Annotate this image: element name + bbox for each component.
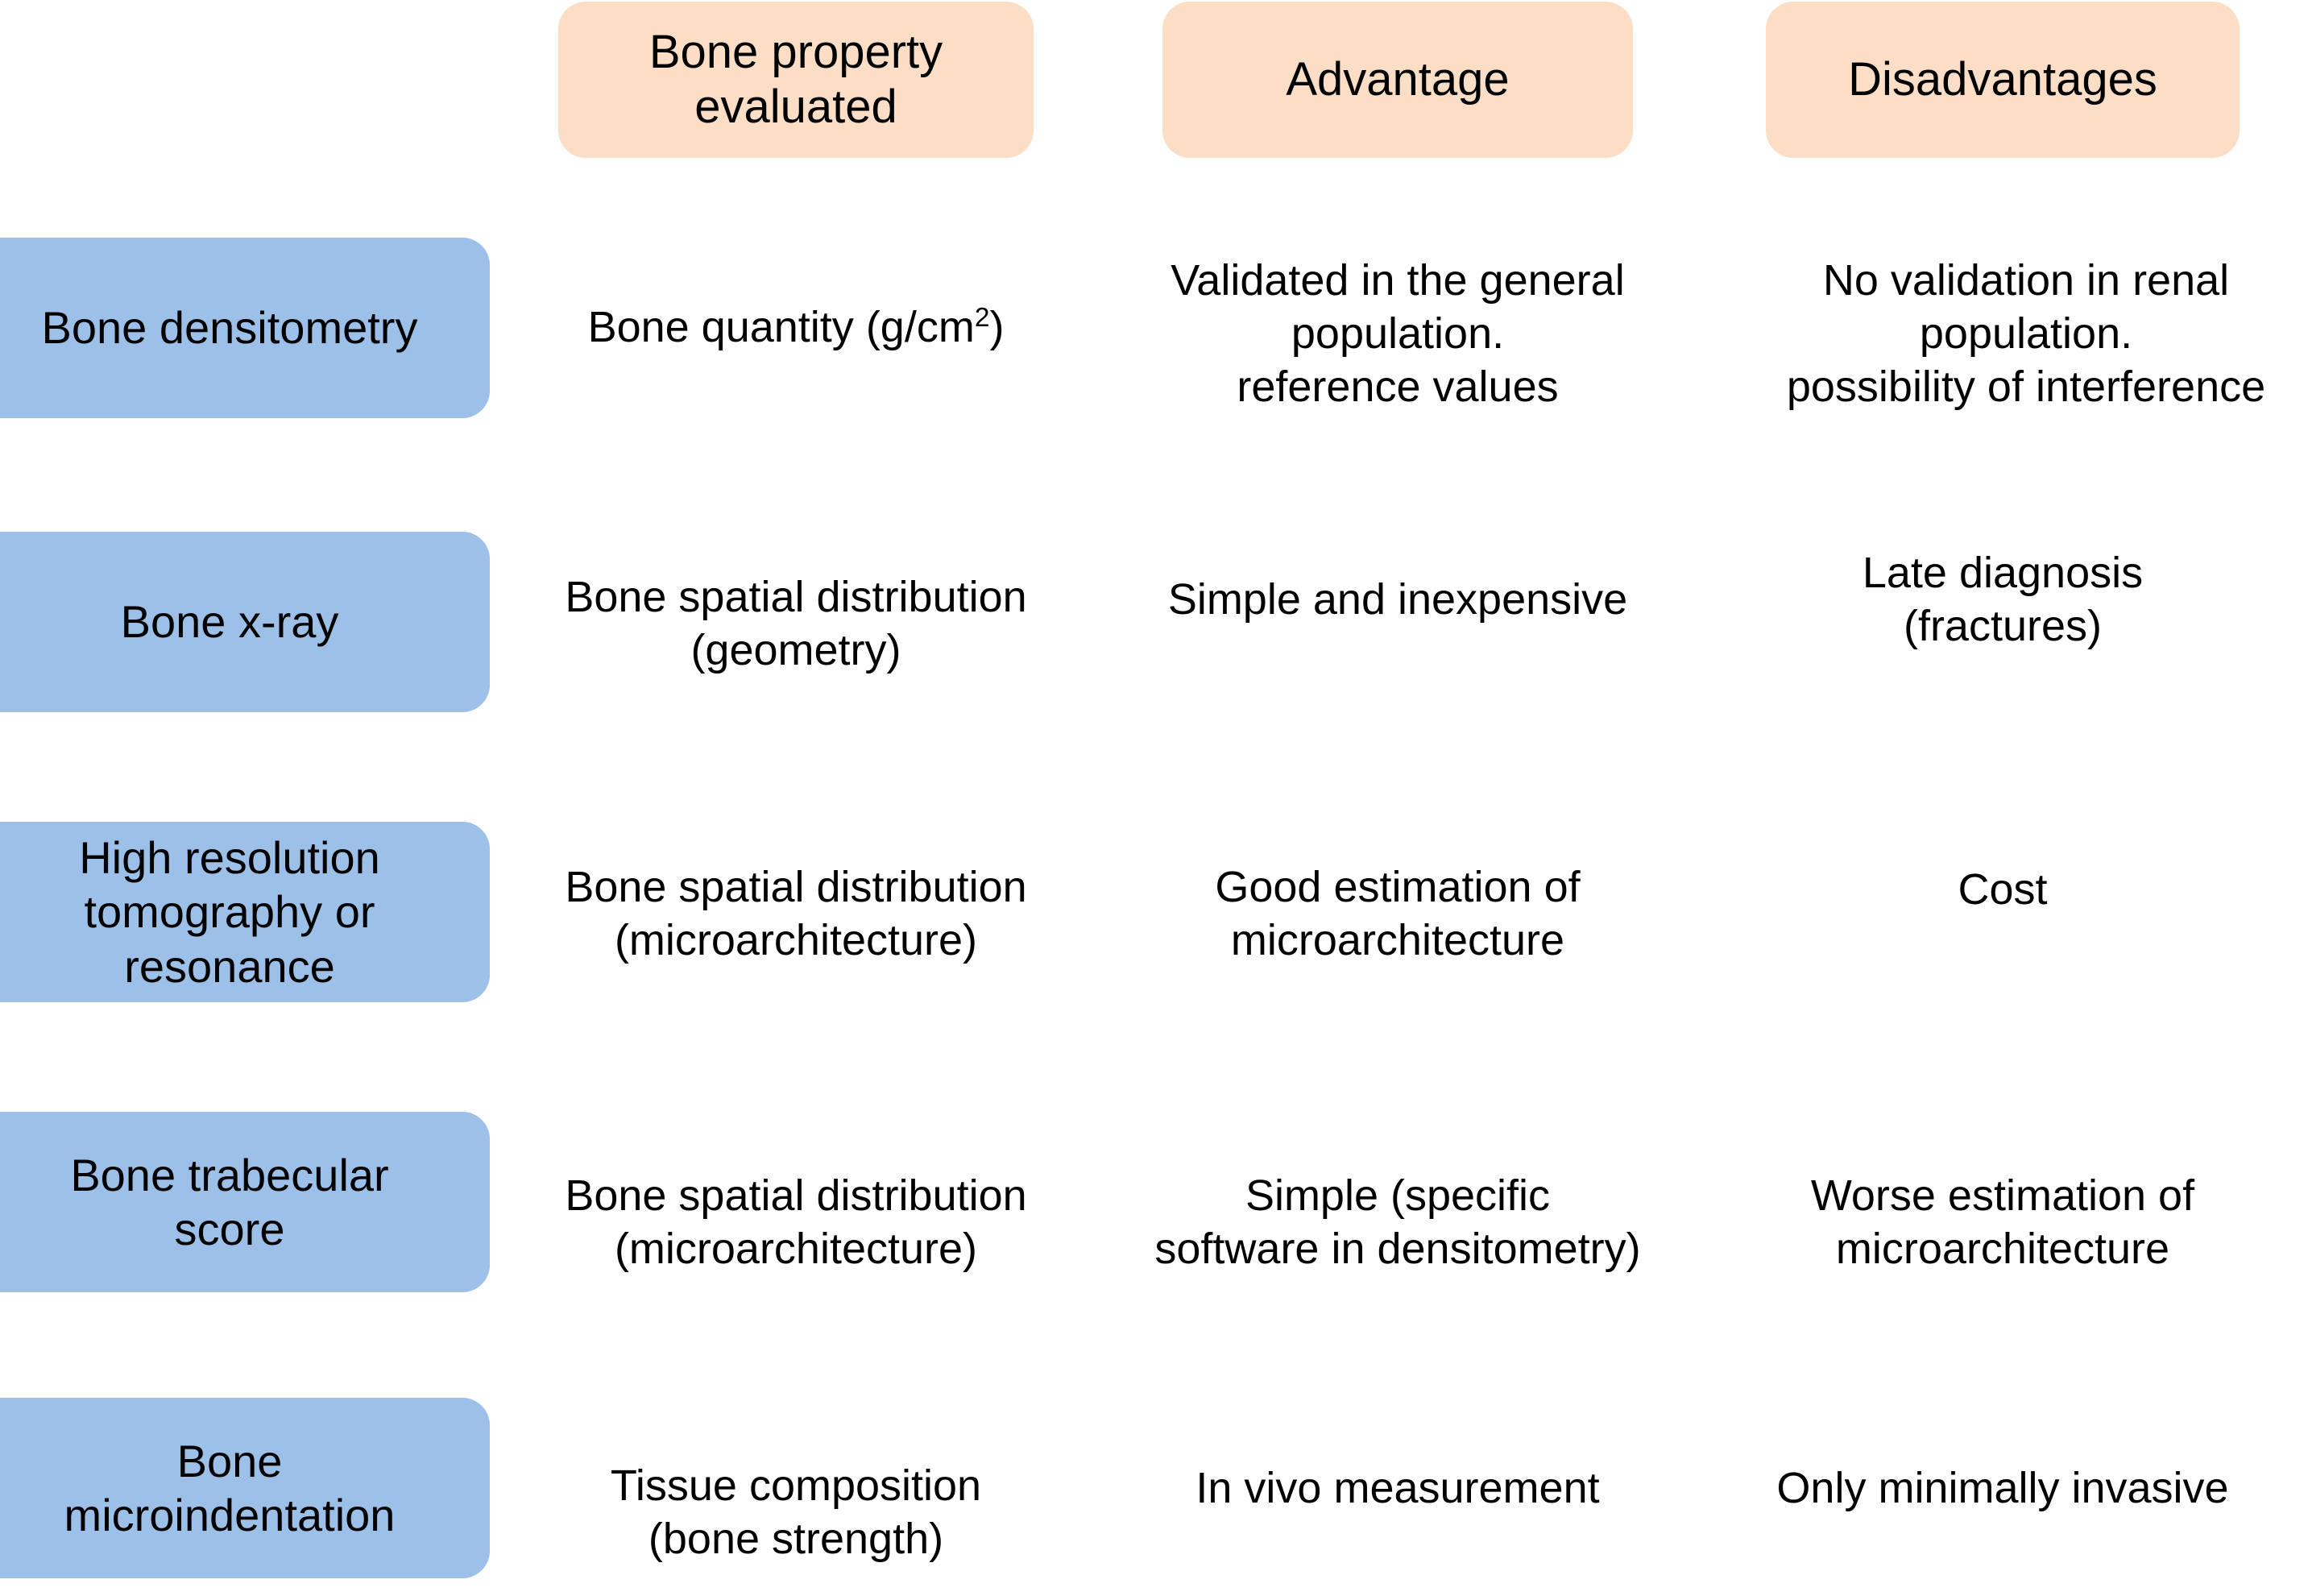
method-pill-bone-microindentation: Bone microindentation	[0, 1398, 490, 1578]
header-pill-bone-property-evaluated: Bone property evaluated	[558, 2, 1034, 158]
cell-value: In vivo measurement	[1195, 1464, 1600, 1513]
cell-advantage-row-2: Simple and inexpensive	[1162, 568, 1633, 632]
cell-value: No validation in renal population. possi…	[1786, 256, 2266, 411]
header-label: Disadvantages	[1848, 52, 2157, 106]
cell-value: Late diagnosis (fractures)	[1862, 549, 2144, 650]
cell-property-row-4: Bone spatial distribution (microarchitec…	[558, 1167, 1034, 1279]
method-pill-bone-trabecular-score: Bone trabecular score	[0, 1112, 490, 1292]
cell-value: Only minimally invasive	[1776, 1464, 2229, 1513]
cell-disadvantage-row-3: Cost	[1766, 858, 2240, 922]
method-label: Bone trabecular score	[70, 1149, 389, 1254]
cell-value: Tissue composition (bone strength)	[610, 1461, 982, 1563]
cell-value: Bone spatial distribution (microarchitec…	[565, 863, 1027, 964]
cell-value: Bone spatial distribution (microarchitec…	[565, 1171, 1027, 1273]
cell-property-row-5: Tissue composition (bone strength)	[558, 1457, 1034, 1569]
cell-advantage-row-1: Validated in the general population. ref…	[1071, 256, 1724, 411]
cell-disadvantage-row-2: Late diagnosis (fractures)	[1766, 549, 2240, 650]
method-label: Bone x-ray	[120, 596, 339, 648]
cell-property-row-1: Bone quantity (g/cm2)	[558, 278, 1034, 378]
cell-advantage-row-3: Good estimation of microarchitecture	[1162, 858, 1633, 971]
method-label: Bone densitometry	[41, 302, 418, 354]
method-pill-bone-x-ray: Bone x-ray	[0, 532, 490, 712]
method-label: High resolution tomography or resonance	[79, 832, 380, 992]
cell-value: Validated in the general population. ref…	[1171, 256, 1625, 411]
cell-property-row-2: Bone spatial distribution (geometry)	[558, 568, 1034, 681]
cell-value: Bone spatial distribution (geometry)	[565, 573, 1027, 674]
header-label: Bone property evaluated	[648, 25, 943, 133]
cell-disadvantage-row-5: Only minimally invasive	[1766, 1457, 2240, 1521]
cell-disadvantage-row-1: No validation in renal population. possi…	[1744, 256, 2308, 411]
header-pill-disadvantages: Disadvantages	[1766, 2, 2240, 158]
cell-disadvantage-row-4: Worse estimation of microarchitecture	[1766, 1167, 2240, 1279]
cell-value: Bone quantity (g/cm2)	[587, 303, 1005, 352]
method-pill-high-resolution-tomography-or-resonance: High resolution tomography or resonance	[0, 822, 490, 1002]
superscript-two: 2	[974, 303, 990, 334]
method-pill-bone-densitometry: Bone densitometry	[0, 238, 490, 418]
cell-value: Simple and inexpensive	[1167, 575, 1628, 624]
cell-advantage-row-4: Simple (specific software in densitometr…	[1140, 1167, 1655, 1279]
header-label: Advantage	[1286, 52, 1510, 106]
cell-value: Worse estimation of microarchitecture	[1810, 1171, 2195, 1273]
cell-value: Cost	[1958, 865, 2048, 914]
cell-property-row-3: Bone spatial distribution (microarchitec…	[558, 858, 1034, 971]
cell-value: Good estimation of microarchitecture	[1215, 863, 1581, 964]
cell-advantage-row-5: In vivo measurement	[1162, 1457, 1633, 1521]
method-label: Bone microindentation	[64, 1435, 396, 1540]
cell-value: Simple (specific software in densitometr…	[1154, 1171, 1641, 1273]
header-pill-advantage: Advantage	[1162, 2, 1633, 158]
